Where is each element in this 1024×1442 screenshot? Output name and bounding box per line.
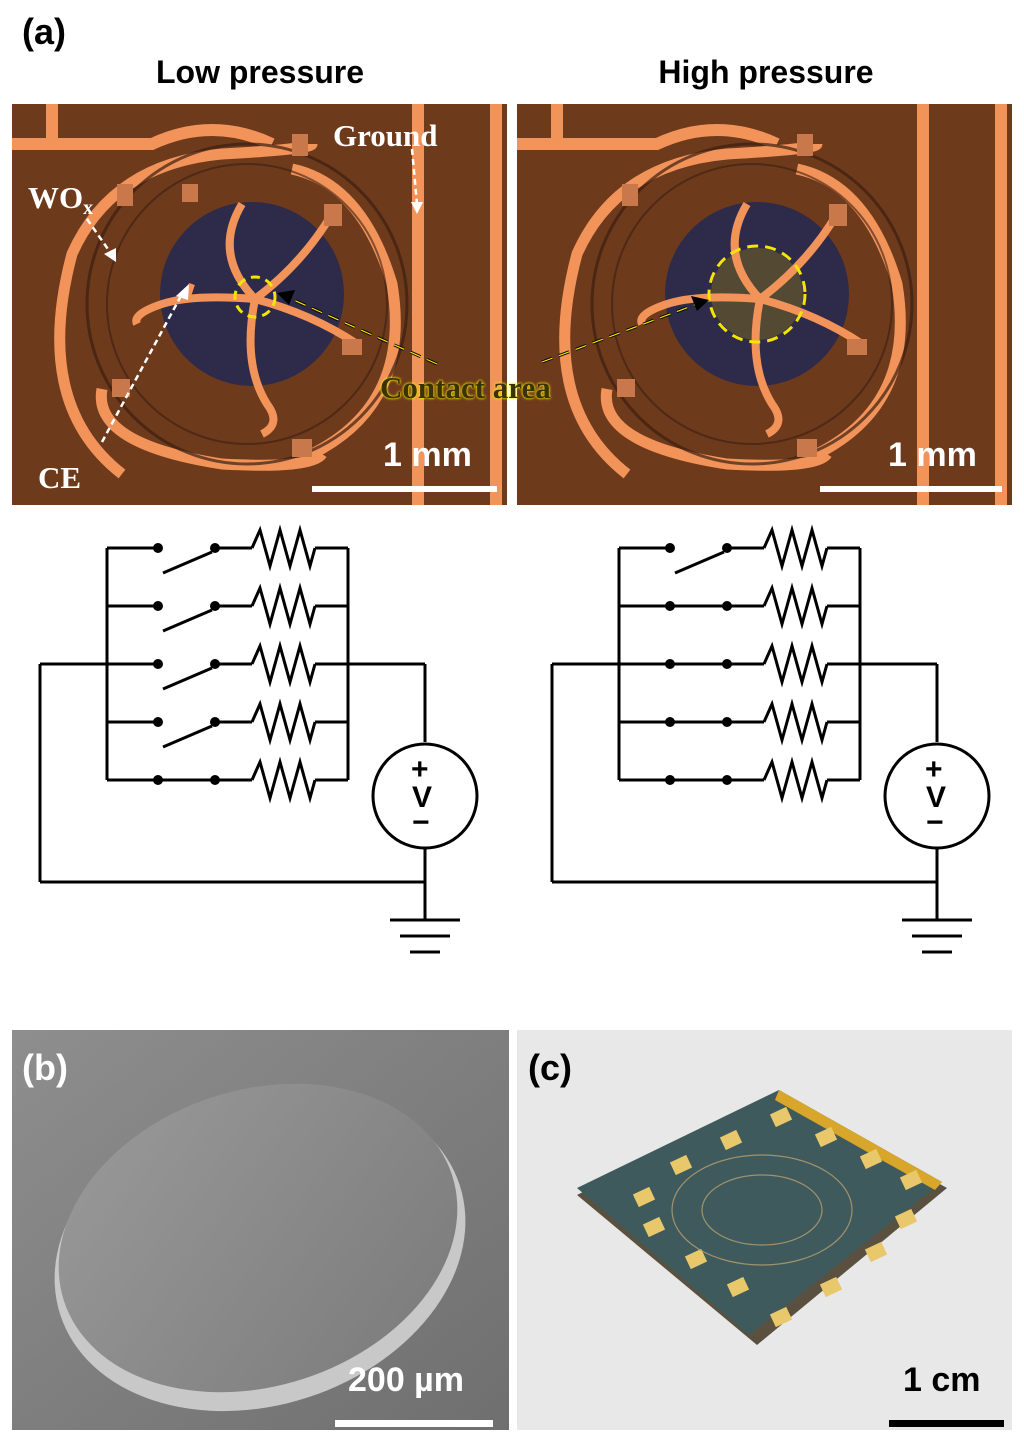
- scale-bar-right: [820, 486, 1002, 492]
- gold-pad: [894, 1208, 918, 1230]
- wox-label: WOx: [28, 180, 93, 220]
- wox-text: WO: [28, 180, 84, 215]
- device-photo: [517, 1030, 1012, 1430]
- gold-pad: [819, 1276, 843, 1298]
- right-resistor: [762, 756, 829, 804]
- gold-pads: [632, 1106, 923, 1328]
- scale-text-left: 1 mm: [383, 436, 472, 474]
- left-resistor: [250, 756, 317, 804]
- gold-pad: [859, 1148, 883, 1170]
- minus-sign-right: −: [926, 806, 944, 839]
- right-switch-node: [665, 543, 675, 553]
- ground-label: Ground: [333, 118, 438, 153]
- low-pressure-title: Low pressure: [155, 54, 365, 90]
- photo-svg: [517, 1030, 1012, 1430]
- gold-pad: [726, 1276, 750, 1298]
- left-switch-open: [162, 608, 213, 633]
- ground-trace-edge: [490, 104, 502, 505]
- micrograph-high-pressure: [517, 104, 1012, 505]
- micrograph-low-pressure: [12, 104, 507, 505]
- panel-b-label: (b): [22, 1047, 68, 1088]
- left-switch-node: [153, 659, 163, 669]
- contact-ring-small: [233, 275, 277, 319]
- scale-bar-sem: [335, 1420, 493, 1427]
- ce-label: CE: [38, 460, 82, 495]
- scale-text-photo: 1 cm: [903, 1361, 981, 1399]
- gold-pad: [864, 1241, 888, 1263]
- right-resistor: [762, 640, 829, 688]
- disc-top: [58, 1083, 458, 1393]
- left-resistor: [250, 524, 317, 572]
- right-resistor: [762, 698, 829, 746]
- gold-pad: [769, 1306, 793, 1328]
- panel-a-label: (a): [22, 11, 66, 52]
- left-switch-node: [153, 543, 163, 553]
- high-pressure-title: High pressure: [658, 54, 874, 90]
- v-label-right: V: [926, 781, 947, 814]
- left-switch-open: [162, 724, 213, 749]
- micrograph-low-svg: [12, 104, 507, 505]
- gold-pad: [769, 1106, 793, 1128]
- right-switch-open: [674, 550, 725, 575]
- scale-text-right: 1 mm: [888, 436, 977, 474]
- sem-svg: [12, 1030, 509, 1430]
- circuit-diagrams: [38, 524, 991, 954]
- left-switch-open: [162, 666, 213, 691]
- gold-pad: [642, 1216, 666, 1238]
- left-switch-node: [153, 601, 163, 611]
- gold-pad: [669, 1154, 693, 1176]
- right-resistor: [762, 582, 829, 630]
- scale-bar-left: [312, 486, 497, 492]
- gold-pad: [684, 1248, 708, 1270]
- left-resistor: [250, 698, 317, 746]
- plus-sign-left: +: [411, 753, 429, 786]
- scale-bar-photo: [889, 1420, 1004, 1427]
- micrograph-high-svg: [517, 104, 1012, 505]
- wox-subscript: x: [83, 197, 94, 219]
- left-resistor: [250, 582, 317, 630]
- left-resistor: [250, 640, 317, 688]
- left-switch-node: [153, 717, 163, 727]
- left-switch-open: [162, 550, 213, 575]
- gold-pad: [719, 1129, 743, 1151]
- contact-ring-large: [707, 244, 807, 344]
- gold-pad: [814, 1126, 838, 1148]
- v-label-left: V: [412, 781, 433, 814]
- contact-area-label: Contact area: [380, 370, 551, 405]
- chip-top: [577, 1090, 942, 1335]
- scale-text-sem: 200 µm: [348, 1361, 464, 1399]
- sem-image: [12, 1030, 509, 1430]
- right-resistor: [762, 524, 829, 572]
- gold-pad: [632, 1186, 656, 1208]
- plus-sign-right: +: [925, 753, 943, 786]
- panel-c-label: (c): [528, 1047, 572, 1088]
- minus-sign-left: −: [412, 806, 430, 839]
- gold-pad: [899, 1169, 923, 1191]
